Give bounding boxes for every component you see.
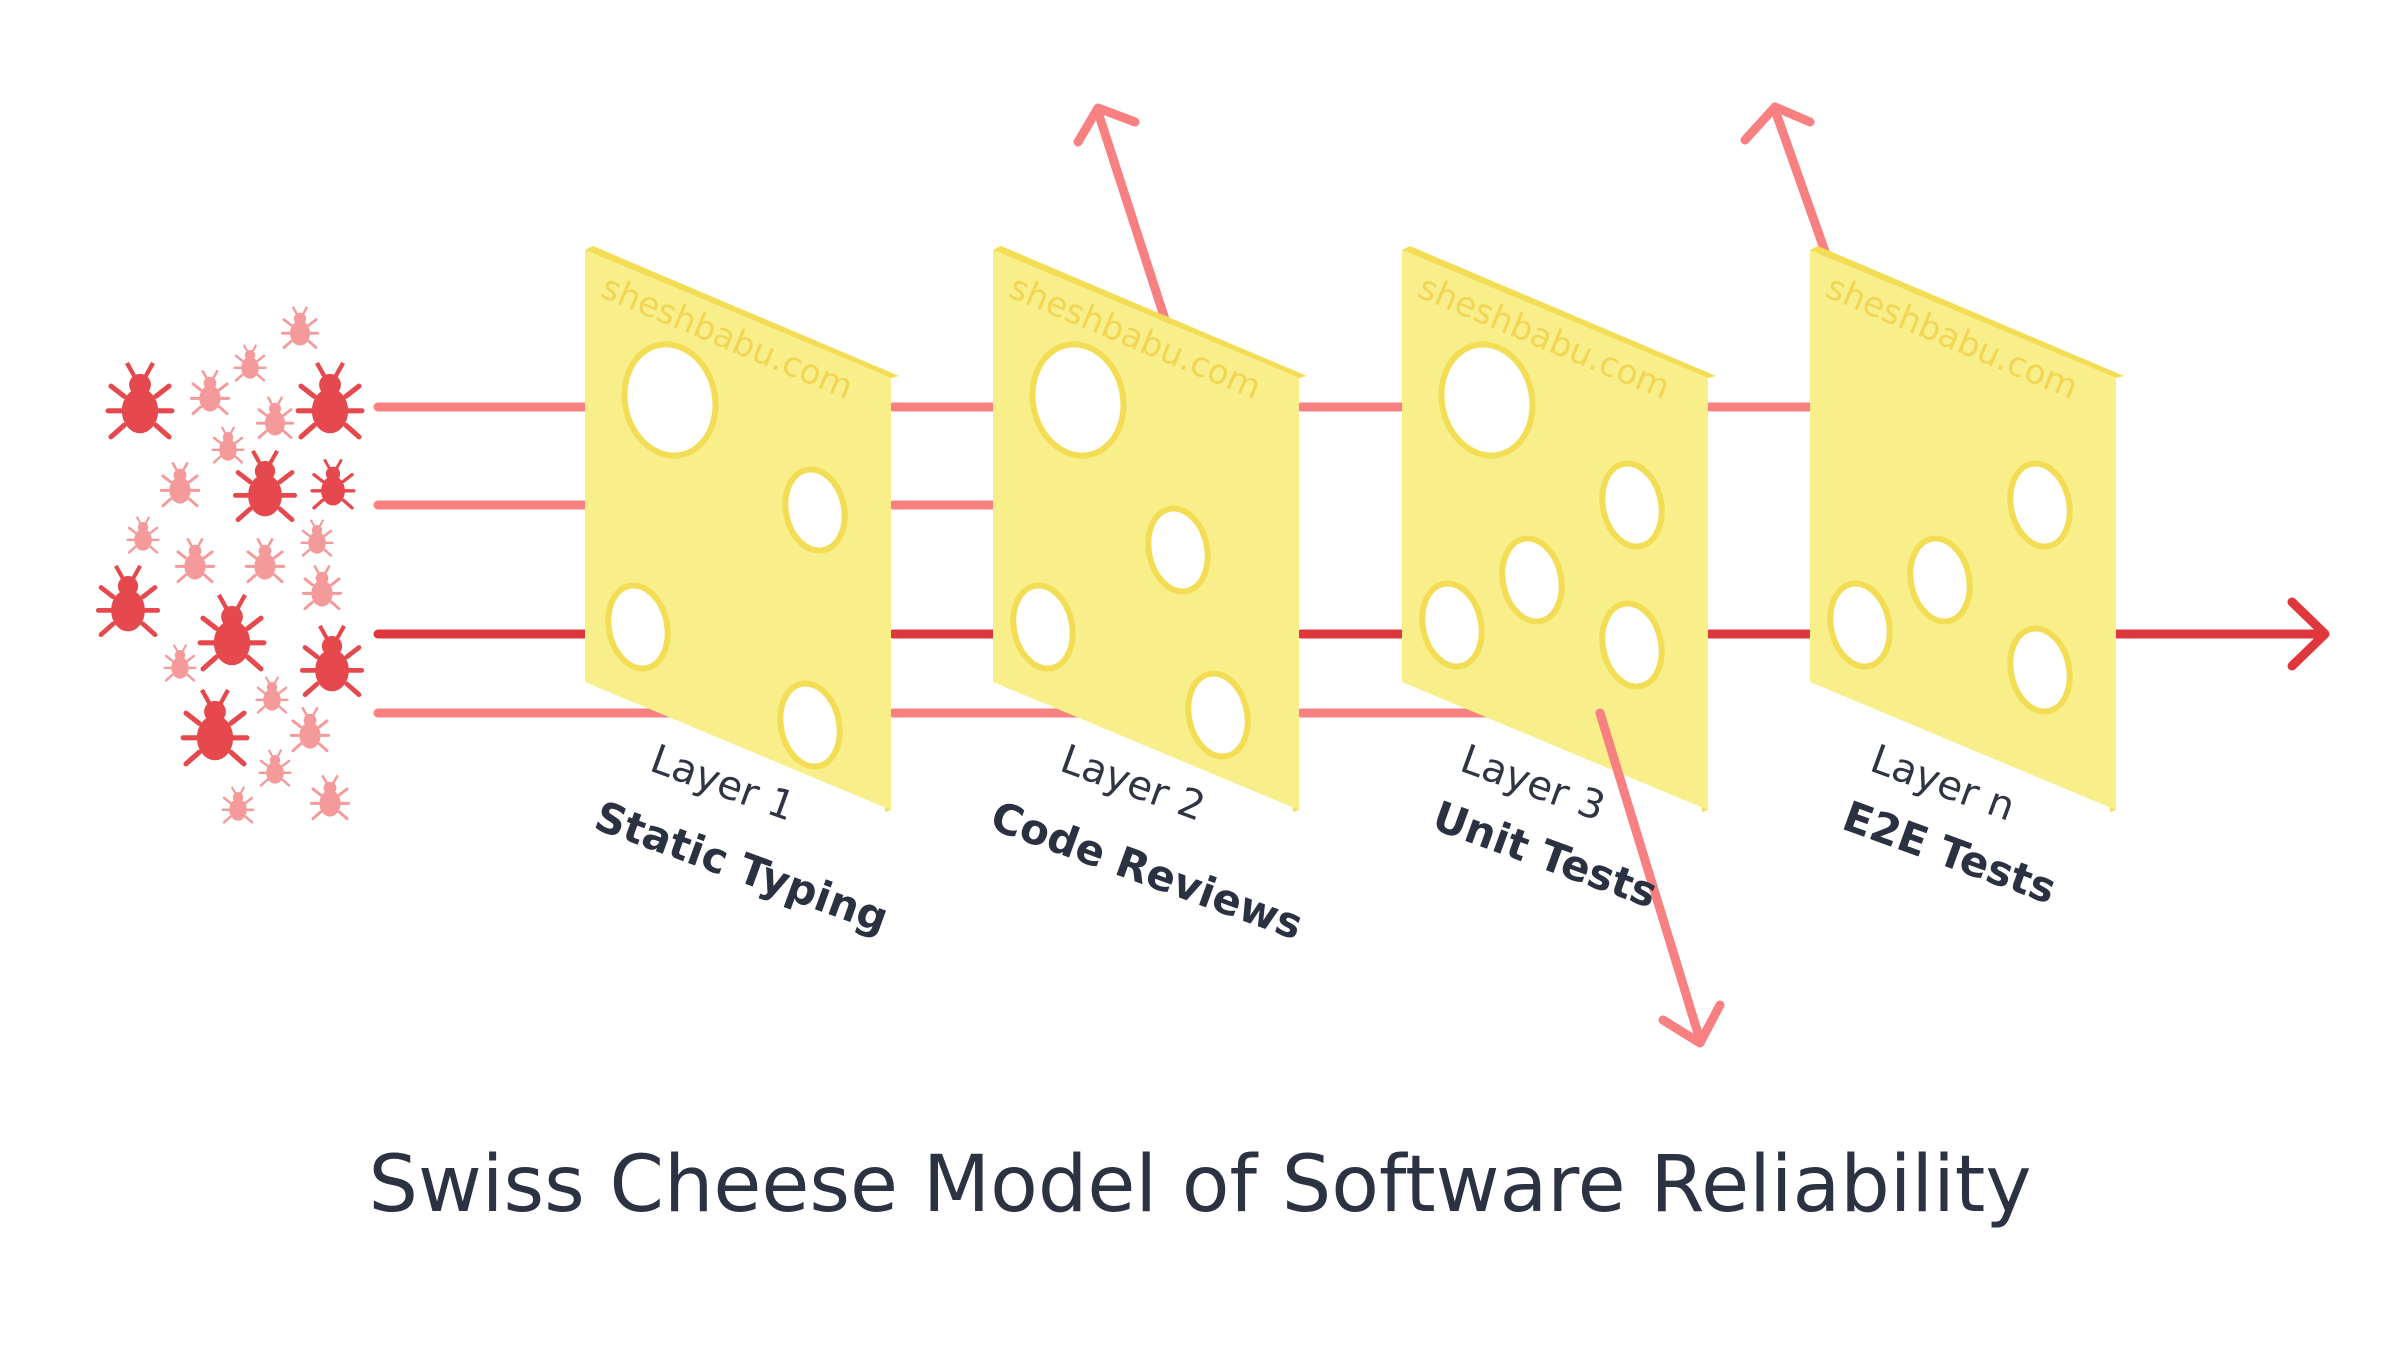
- bug-icon: [258, 748, 292, 787]
- cheese-top: [1402, 246, 1716, 378]
- cheese-layer-2: sheshbabu.com: [993, 246, 1307, 812]
- cheese-hole: [1419, 580, 1485, 670]
- cheese-hole: [1599, 460, 1665, 550]
- arrow-head-icon: [2287, 597, 2330, 671]
- cheese-layers: sheshbabu.com sheshbabu.com sheshbabu.com s…: [585, 246, 2124, 812]
- bug-icon: [289, 705, 331, 753]
- layer-2-name: Code Reviews: [985, 791, 1310, 949]
- cheese-layer-4: sheshbabu.com: [1810, 246, 2124, 812]
- diagram-title: Swiss Cheese Model of Software Reliabili…: [368, 1140, 2032, 1230]
- bug-icon: [310, 457, 356, 510]
- bug-icon: [200, 595, 264, 669]
- arrow-overlays: [1073, 102, 2330, 1048]
- cheese-hole: [1907, 535, 1973, 625]
- arrow-head-icon: [1073, 103, 1140, 147]
- bug-icon: [298, 363, 362, 437]
- cheese-hole: [777, 680, 843, 770]
- cheese-layer-3: sheshbabu.com: [1402, 246, 1716, 812]
- cheese-hole: [1010, 582, 1076, 672]
- bug-icon: [280, 305, 320, 350]
- bug-icon: [159, 460, 201, 508]
- cheese-hole: [2007, 460, 2073, 550]
- cheese-top: [585, 246, 899, 378]
- bug-icon: [233, 343, 267, 382]
- cheese-hole: [782, 466, 848, 554]
- bug-icon: [189, 368, 231, 416]
- cheese-hole: [1599, 600, 1665, 690]
- bug-icon: [255, 395, 295, 440]
- cheese-hole: [1499, 535, 1565, 625]
- arrow-head-icon: [1740, 102, 1815, 145]
- cheese-hole: [1438, 341, 1536, 459]
- cheese-layer-1: sheshbabu.com: [585, 246, 899, 812]
- bug-icon: [255, 675, 289, 714]
- cheese-top: [993, 246, 1307, 378]
- bug-icon: [183, 690, 247, 764]
- bug-icon: [221, 785, 255, 824]
- cheese-top: [1810, 246, 2124, 378]
- bug-icon: [300, 518, 334, 557]
- bug-icon: [174, 536, 216, 584]
- bug-icon: [163, 643, 197, 682]
- bug-icon: [235, 451, 294, 520]
- cheese-hole: [1145, 505, 1211, 595]
- bug-icon: [108, 363, 172, 437]
- bug-icon: [211, 425, 245, 464]
- bug-swarm: [98, 305, 362, 824]
- cheese-hole: [1827, 580, 1893, 670]
- bug-icon: [244, 536, 286, 584]
- arrow-path: [1595, 708, 1705, 1045]
- arrow-head-icon: [1658, 1000, 1725, 1048]
- cheese-hole: [2007, 625, 2073, 715]
- cheese-hole: [1185, 670, 1251, 760]
- cheese-hole: [605, 582, 671, 672]
- bug-icon: [302, 626, 361, 695]
- bug-icon: [126, 515, 160, 554]
- cheese-hole: [621, 341, 719, 459]
- bug-icon: [301, 563, 343, 611]
- bug-icon: [309, 773, 351, 821]
- bug-icon: [98, 566, 157, 635]
- cheese-hole: [1029, 341, 1127, 459]
